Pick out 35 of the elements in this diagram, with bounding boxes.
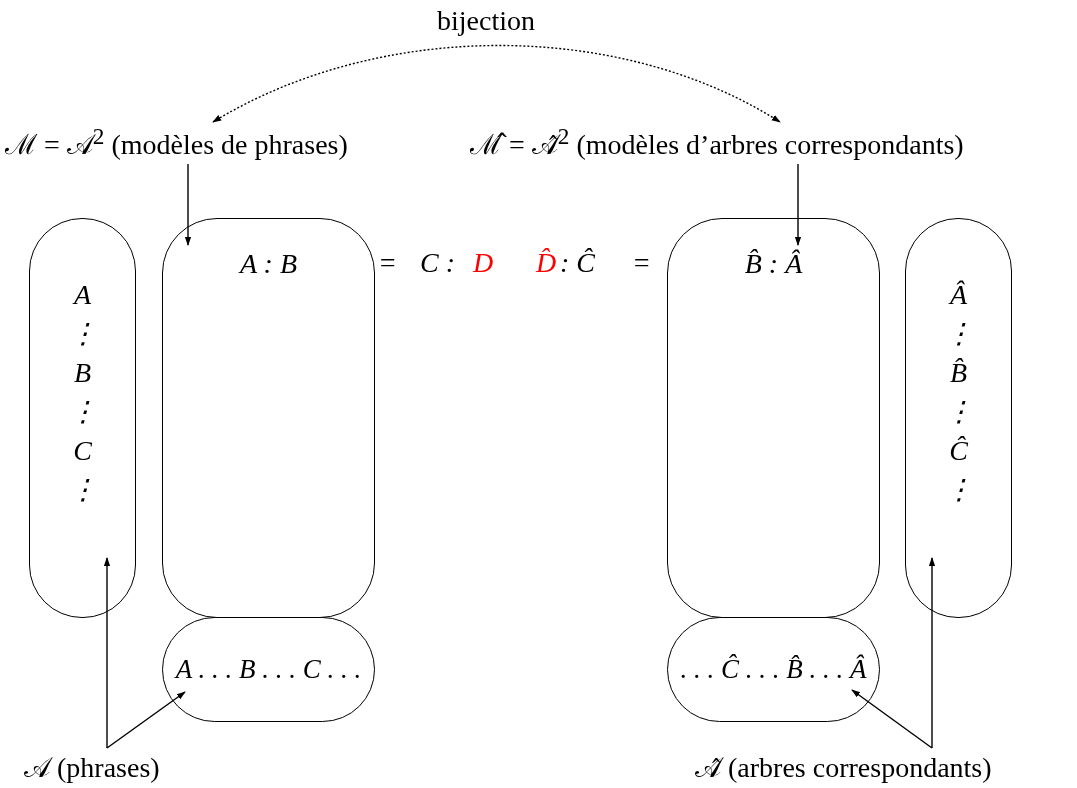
math-expression: C: [73, 434, 92, 468]
math-expression: ⋮: [944, 395, 973, 429]
equation-part: =: [378, 248, 397, 279]
set-pill: [29, 218, 136, 618]
equation-part: C :: [420, 248, 455, 279]
math-expression: A . . . B . . . C . . .: [175, 654, 362, 685]
math-label: 𝒜 (phrases): [24, 752, 160, 784]
arrow: [928, 557, 936, 749]
math-label: ℳ = 𝒜$^{2}$ (modèles de phrases): [5, 124, 348, 162]
equation-part: D: [473, 248, 494, 279]
equation-part: D̂: [536, 248, 557, 279]
math-expression: ⋮: [944, 317, 973, 351]
arrow: [103, 557, 111, 749]
math-expression: ⋮: [68, 395, 97, 429]
math-expression: . . . Ĉ . . . B̂ . . . Â: [680, 654, 867, 685]
math-expression: Ĉ: [949, 434, 968, 468]
math-expression: B̂: [949, 356, 968, 390]
equation-part: =: [632, 248, 651, 279]
math-expression: B̂ : Â: [744, 249, 803, 280]
math-expression: A: [73, 278, 92, 312]
dotted-arrow: [212, 44, 781, 123]
set-pill: [905, 218, 1012, 618]
arrow: [794, 163, 802, 246]
math-expression: A : B: [240, 249, 297, 280]
math-expression: B: [73, 356, 92, 390]
equation-part: : Ĉ: [560, 248, 595, 279]
math-expression: ⋮: [68, 317, 97, 351]
math-expression: ⋮: [68, 473, 97, 507]
arrow: [851, 689, 933, 749]
math-label: 𝒜̂ (arbres correspondants): [695, 752, 992, 784]
arrow: [106, 691, 186, 749]
math-expression: Â: [949, 278, 968, 312]
math-expression: ⋮: [944, 473, 973, 507]
math-label: ℳ̂ = 𝒜̂$^{2}$ (modèles d’arbres correspondants): [470, 124, 964, 162]
arrow: [184, 163, 192, 246]
